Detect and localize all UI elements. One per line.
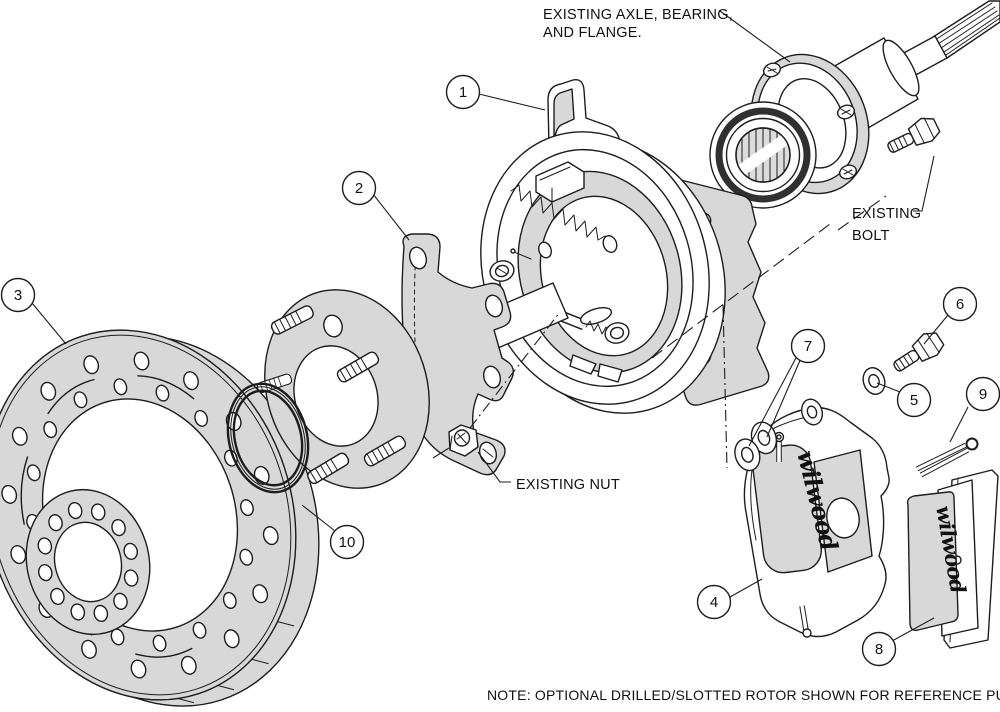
svg-text:9: 9 bbox=[979, 386, 987, 403]
shoe-hold-down-upper bbox=[489, 260, 515, 282]
callout-1: 1 bbox=[445, 74, 481, 110]
adapter-bracket bbox=[401, 233, 515, 476]
callout-8: 8 bbox=[861, 631, 897, 667]
existing-nut-part bbox=[448, 424, 479, 457]
phantom-lines bbox=[469, 195, 887, 469]
axle-bearing bbox=[709, 101, 817, 209]
existing-bolt-part bbox=[887, 117, 941, 153]
svg-text:3: 3 bbox=[14, 287, 22, 304]
bleed-screw-bottom bbox=[799, 605, 812, 638]
label-existing-bolt-line2: BOLT bbox=[852, 228, 890, 244]
callout-7: 7 bbox=[790, 328, 826, 364]
callout-6: 6 bbox=[942, 286, 978, 322]
svg-text:2: 2 bbox=[355, 180, 363, 197]
callout-4: 4 bbox=[696, 584, 732, 620]
rotor-hub bbox=[25, 488, 151, 636]
svg-text:7: 7 bbox=[804, 338, 812, 355]
rotor-edge-ticks bbox=[133, 621, 295, 704]
svg-text:1: 1 bbox=[459, 84, 467, 101]
cotter-pin bbox=[915, 437, 979, 478]
callout-2: 2 bbox=[341, 170, 377, 206]
retainer-end-cap bbox=[882, 39, 920, 97]
rotor bbox=[0, 329, 320, 707]
brake-pads: wilwood bbox=[906, 469, 999, 649]
callout-9: 9 bbox=[965, 376, 1000, 412]
label-existing-nut: EXISTING NUT bbox=[516, 477, 620, 493]
bleed-screw-top bbox=[773, 431, 785, 462]
label-existing-axle-line2: AND FLANGE. bbox=[543, 25, 642, 41]
flat-washer bbox=[862, 367, 886, 395]
label-existing-axle-line1: EXISTING AXLE, BEARING, bbox=[543, 7, 733, 23]
axle-flange-plate bbox=[264, 289, 430, 489]
callout-3: 3 bbox=[0, 277, 36, 313]
svg-text:5: 5 bbox=[910, 392, 918, 409]
svg-text:6: 6 bbox=[956, 296, 964, 313]
svg-text:10: 10 bbox=[339, 534, 356, 551]
parking-strut-box bbox=[535, 161, 585, 203]
callout-5: 5 bbox=[896, 382, 932, 418]
svg-text:8: 8 bbox=[875, 641, 883, 658]
svg-text:4: 4 bbox=[710, 594, 718, 611]
adjuster-spring bbox=[510, 184, 606, 241]
label-existing-bolt-line1: EXISTING bbox=[852, 206, 921, 222]
o-ring bbox=[226, 382, 310, 494]
flange-bolt-holes bbox=[763, 62, 857, 180]
existing-axle-assembly bbox=[709, 0, 1000, 209]
callout-10: 10 bbox=[329, 524, 365, 560]
note-text: NOTE: OPTIONAL DRILLED/SLOTTED ROTOR SHO… bbox=[487, 687, 1000, 703]
caliper-bolt bbox=[893, 332, 945, 372]
axle-spline bbox=[932, 0, 1000, 59]
leader-lines bbox=[31, 10, 969, 642]
caliper: wilwood bbox=[743, 398, 890, 638]
